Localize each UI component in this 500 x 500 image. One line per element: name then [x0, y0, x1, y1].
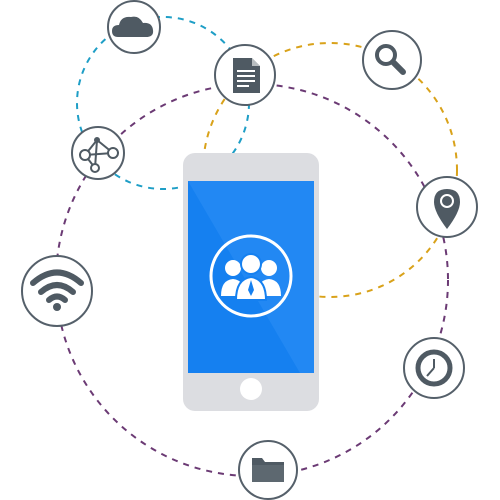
search-icon[interactable]	[362, 30, 422, 90]
share-network-icon[interactable]	[71, 126, 125, 180]
wifi-icon[interactable]	[21, 255, 93, 327]
clock-icon[interactable]	[403, 337, 465, 399]
users-group-icon	[209, 234, 293, 318]
location-pin-icon[interactable]	[416, 176, 478, 238]
cloud-icon[interactable]	[107, 0, 161, 54]
document-icon[interactable]	[214, 44, 276, 106]
home-button	[240, 378, 262, 400]
folder-icon[interactable]	[238, 440, 298, 500]
